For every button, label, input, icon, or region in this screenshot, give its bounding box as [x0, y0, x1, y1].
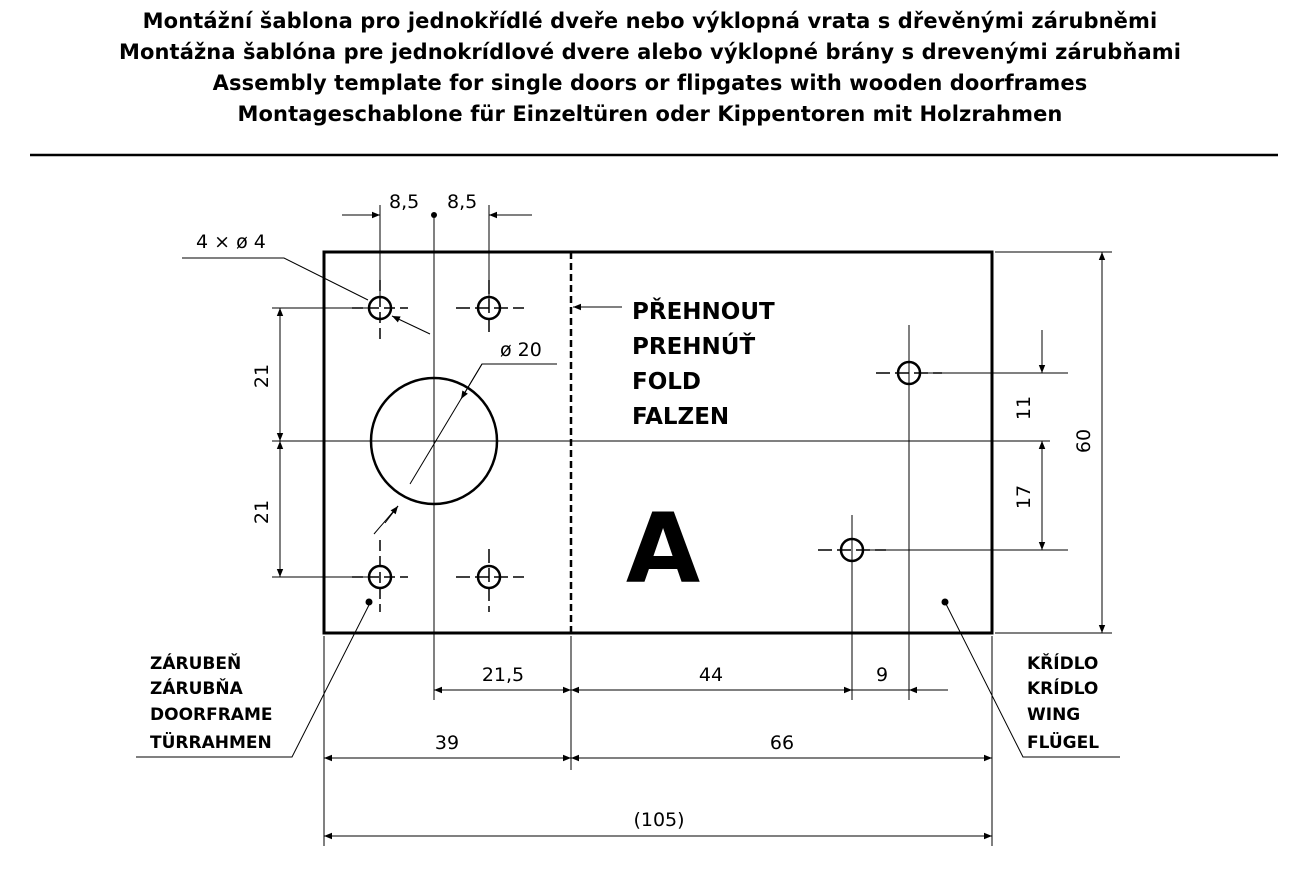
wing-label-slovak: KRÍDLO — [1027, 677, 1098, 699]
hole-frame-bottom-left — [352, 540, 408, 612]
wing-label-german: FLÜGEL — [1027, 731, 1099, 753]
fold-label-czech: PŘEHNOUT — [632, 297, 775, 325]
fold-label-english: FOLD — [632, 369, 701, 395]
big-hole-callout: ø 20 — [500, 339, 542, 361]
template-outline — [322, 250, 994, 635]
dim-bottom-c: 9 — [876, 664, 888, 686]
big-hole — [369, 376, 499, 506]
section-letter: A — [626, 493, 700, 605]
hole-frame-top-right — [456, 280, 524, 336]
wing-dot — [941, 598, 949, 606]
doorframe-dot — [365, 598, 373, 606]
dim-bottom-b: 44 — [699, 664, 723, 686]
title-block: Montážní šablona pro jednokřídlé dveře n… — [0, 6, 1300, 130]
title-english: Assembly template for single doors or fl… — [212, 71, 1088, 95]
dim-bottom-e: 66 — [770, 732, 794, 754]
hole-wing-lower — [818, 537, 886, 563]
fold-label-german: FALZEN — [632, 404, 729, 430]
dim-right-total: 60 — [1073, 429, 1095, 453]
doorframe-label-czech: ZÁRUBEŇ — [150, 652, 241, 674]
doorframe-label-english: DOORFRAME — [150, 705, 273, 725]
title-german: Montageschablone für Einzeltüren oder Ki… — [237, 102, 1063, 126]
hole-wing-upper — [876, 360, 942, 386]
leader-holes — [182, 257, 369, 301]
leader-big-hole — [409, 363, 557, 485]
doorframe-label-german: TÜRRAHMEN — [150, 731, 272, 753]
dim-left-upper: 21 — [251, 364, 273, 388]
holes-callout: 4 × ø 4 — [196, 231, 266, 253]
dim-top-right: 8,5 — [447, 191, 477, 213]
doorframe-label-slovak: ZÁRUBŇA — [150, 677, 244, 699]
dim-bottom-d: 39 — [435, 732, 459, 754]
leader-doorframe — [136, 602, 371, 758]
dim-top-left: 8,5 — [389, 191, 419, 213]
dim-dot-top — [431, 212, 437, 218]
leader-wing — [944, 601, 1120, 758]
center-lines — [272, 215, 1050, 700]
dim-right-lower: 17 — [1013, 485, 1035, 509]
dim-overall: (105) — [633, 809, 684, 831]
dim-bottom-a: 21,5 — [482, 664, 524, 686]
dim-right-upper: 11 — [1013, 396, 1035, 420]
wing-label-czech: KŘÍDLO — [1027, 652, 1098, 674]
title-slovak: Montážna šablóna pre jednokrídlové dvere… — [118, 40, 1182, 64]
dim-left-lower: 21 — [251, 500, 273, 524]
wing-label-english: WING — [1027, 705, 1080, 725]
hole-frame-bottom-right — [456, 549, 524, 612]
title-czech: Montážní šablona pro jednokřídlé dveře n… — [142, 9, 1158, 33]
fold-label-slovak: PREHNÚŤ — [632, 332, 755, 360]
